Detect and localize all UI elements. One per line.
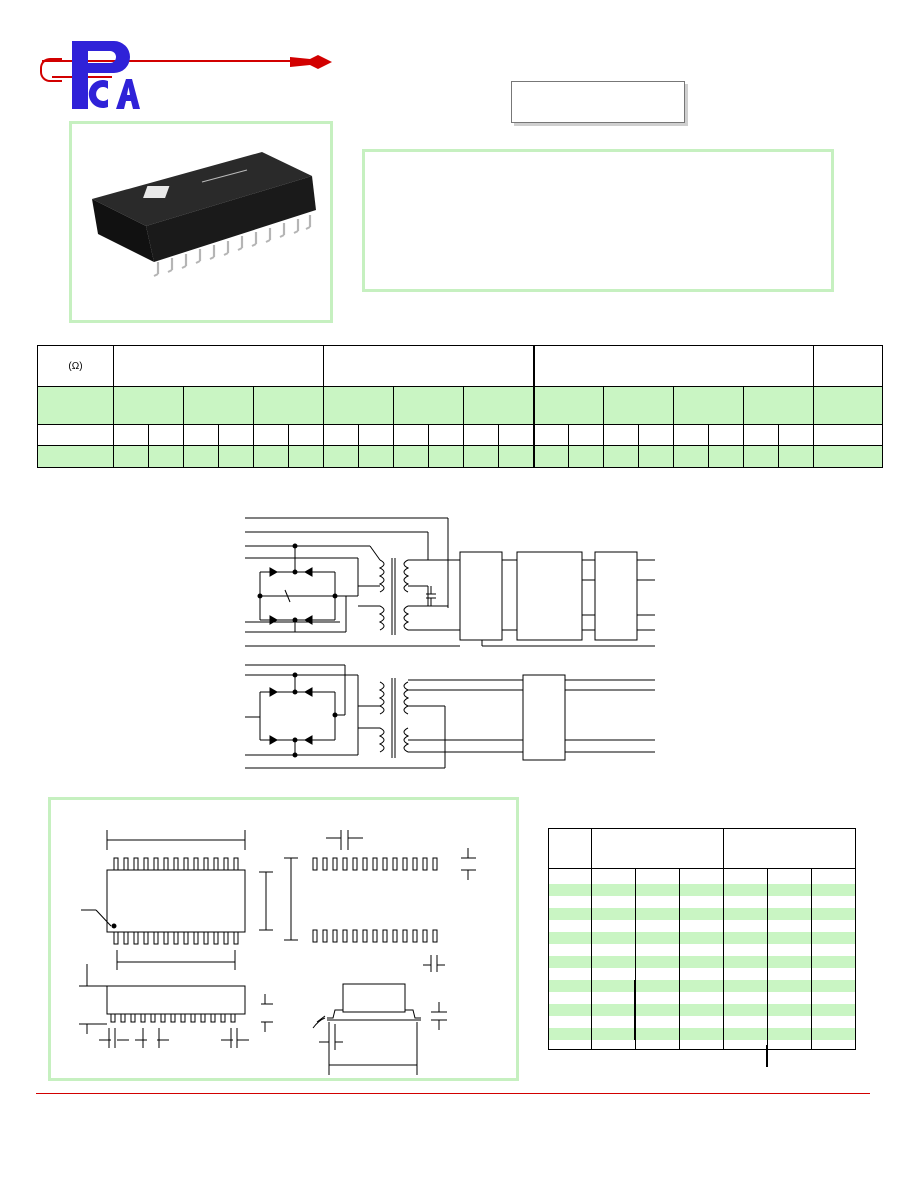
logo-swoosh [40, 58, 62, 82]
group-header-4 [813, 345, 883, 387]
group-header-3 [532, 345, 814, 387]
table-row [548, 955, 856, 968]
dimensions-table [548, 828, 856, 1050]
table-row [548, 991, 856, 1004]
table-mark [634, 980, 636, 1040]
package-outline-drawing [79, 830, 476, 1075]
subheader-label [37, 386, 114, 425]
table-row [548, 1003, 856, 1016]
dim-header-group-1 [591, 828, 724, 869]
logo-letters-icon [72, 41, 140, 109]
table-row [548, 868, 856, 884]
table-row [548, 1039, 856, 1050]
table-row [548, 907, 856, 920]
dim-header-label [548, 828, 592, 869]
table-row [37, 445, 883, 468]
logo-arrow-icon [290, 55, 332, 69]
schematic-diagram [245, 517, 655, 769]
table-mark [766, 1045, 768, 1067]
mechanical-drawing-panel [48, 797, 519, 1081]
product-photo-panel [69, 121, 333, 323]
table-row [37, 424, 883, 446]
logo-line [42, 60, 292, 62]
description-panel [362, 149, 834, 292]
table-row [548, 967, 856, 980]
table-row [548, 943, 856, 956]
table-row [548, 1015, 856, 1028]
dim-header-group-2 [723, 828, 856, 869]
table-row [548, 979, 856, 992]
table-row [548, 895, 856, 908]
footer-rule [36, 1093, 870, 1094]
resistance-unit-header: (Ω) [37, 345, 114, 387]
table-row [548, 931, 856, 944]
group-header-1 [113, 345, 324, 387]
table-row [548, 1027, 856, 1040]
product-photo [92, 152, 316, 277]
table-row [548, 883, 856, 896]
table-row [548, 919, 856, 932]
group-header-2 [323, 345, 534, 387]
part-number-box [511, 81, 685, 123]
electrical-specs-table: (Ω) [37, 345, 883, 468]
